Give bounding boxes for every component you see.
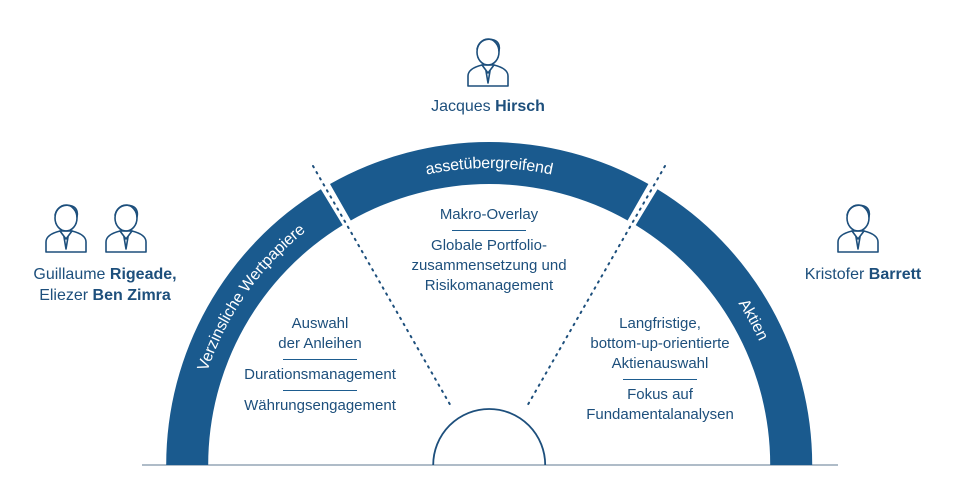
person-icon-left-1 [45,204,87,253]
left-divider-2 [283,390,357,391]
arc-label-top: assetübergreifend [424,155,554,179]
name-left-1-last: Rigeade, [109,266,177,283]
center-item-2-line-2: zusammensetzung und [411,257,567,274]
arc-segment-top [330,142,649,221]
inner-arc [432,408,547,466]
name-left-2-first: Eliezer [39,287,89,304]
divider-left [312,165,453,409]
name-left-1-first: Guillaume [33,266,106,283]
left-item-1-line-1: Auswahl [291,315,349,332]
left-item-2: Durationsmanagement [244,366,396,383]
left-item-1-line-2: der Anleihen [278,335,362,352]
right-item-1-line-2: bottom-up-orientierte [590,335,730,352]
arc-segment-right [635,189,813,465]
person-icon-top [467,38,509,87]
right-divider [623,379,697,380]
center-item-2-line-1: Globale Portfolio- [431,237,547,254]
center-divider [452,230,526,231]
right-item-2-line-1: Fokus auf [627,386,693,403]
person-icon-left-2 [105,204,147,253]
name-top-last: Hirsch [495,98,545,115]
name-top: Jacques Hirsch [388,96,588,117]
right-item-2-line-2: Fundamentalanalysen [586,406,734,423]
name-right: Kristofer Barrett [778,264,948,285]
name-top-first: Jacques [431,98,491,115]
center-item-1: Makro-Overlay [439,206,539,223]
right-sector: Langfristige, bottom-up-orientierte Akti… [560,314,760,425]
divider-right [525,165,666,409]
name-right-last: Barrett [868,266,922,283]
center-item-2-line-3: Risikomanagement [424,277,554,294]
left-item-3: Währungsengagement [244,397,396,414]
person-icon-right [837,204,879,253]
center-sector: Makro-Overlay Globale Portfolio- zusamme… [389,205,589,296]
left-sector: Auswahl der Anleihen Durationsmanagement… [220,314,420,416]
right-item-1-line-3: Aktienauswahl [611,355,709,372]
name-right-first: Kristofer [804,266,865,283]
arc-segment-left [166,189,343,465]
right-item-1-line-1: Langfristige, [619,315,701,332]
name-left: Guillaume Rigeade, Eliezer Ben Zimra [10,264,200,306]
left-divider-1 [283,359,357,360]
name-left-2-last: Ben Zimra [92,287,171,304]
arc-label-top-text: assetübergreifend [424,155,554,179]
